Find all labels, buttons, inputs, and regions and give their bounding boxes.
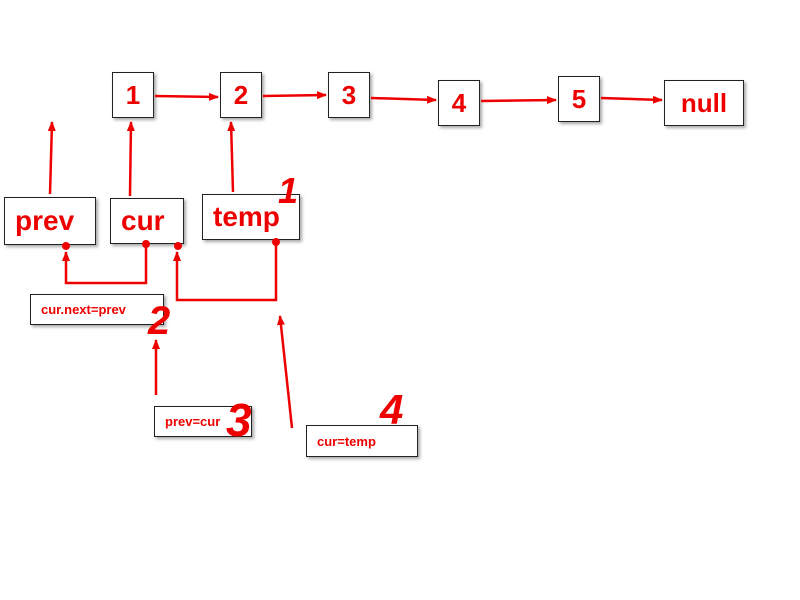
arrow-4-to-5 — [480, 96, 557, 105]
arrow-cur-up — [126, 121, 135, 197]
list-node-5: 5 — [558, 76, 600, 122]
var-cur: cur — [110, 198, 184, 244]
connector-cur-to-prev — [62, 245, 148, 285]
step-number-1: 1 — [278, 170, 298, 211]
list-node-2: 2 — [220, 72, 262, 118]
list-node-1: 1 — [112, 72, 154, 118]
step-number-2: 2 — [147, 299, 170, 343]
arrow-temp-up — [227, 121, 236, 193]
step-number-4: 4 — [379, 386, 403, 433]
dot-prev — [62, 242, 70, 250]
dot-cur-left — [142, 240, 150, 248]
connector-temp-to-cur — [173, 242, 278, 302]
var-temp: temp — [202, 194, 300, 240]
var-prev: prev — [4, 197, 96, 245]
list-node-3: 3 — [328, 72, 370, 118]
op-prev-cur: prev=cur — [154, 406, 252, 437]
arrow-2-to-3 — [262, 91, 327, 100]
arrow-cur-temp-up — [276, 315, 294, 429]
step-number-3: 3 — [226, 394, 252, 446]
arrow-3-to-4 — [370, 95, 437, 104]
op-cur-temp: cur=temp — [306, 425, 418, 457]
list-null: null — [664, 80, 744, 126]
arrow-1-to-2 — [154, 92, 219, 101]
list-node-4: 4 — [438, 80, 480, 126]
dot-temp — [272, 238, 280, 246]
arrow-5-to-null — [600, 95, 663, 104]
arrow-prev-up — [47, 121, 56, 195]
dot-cur-right — [174, 242, 182, 250]
op-cur-next-prev: cur.next=prev — [30, 294, 164, 325]
